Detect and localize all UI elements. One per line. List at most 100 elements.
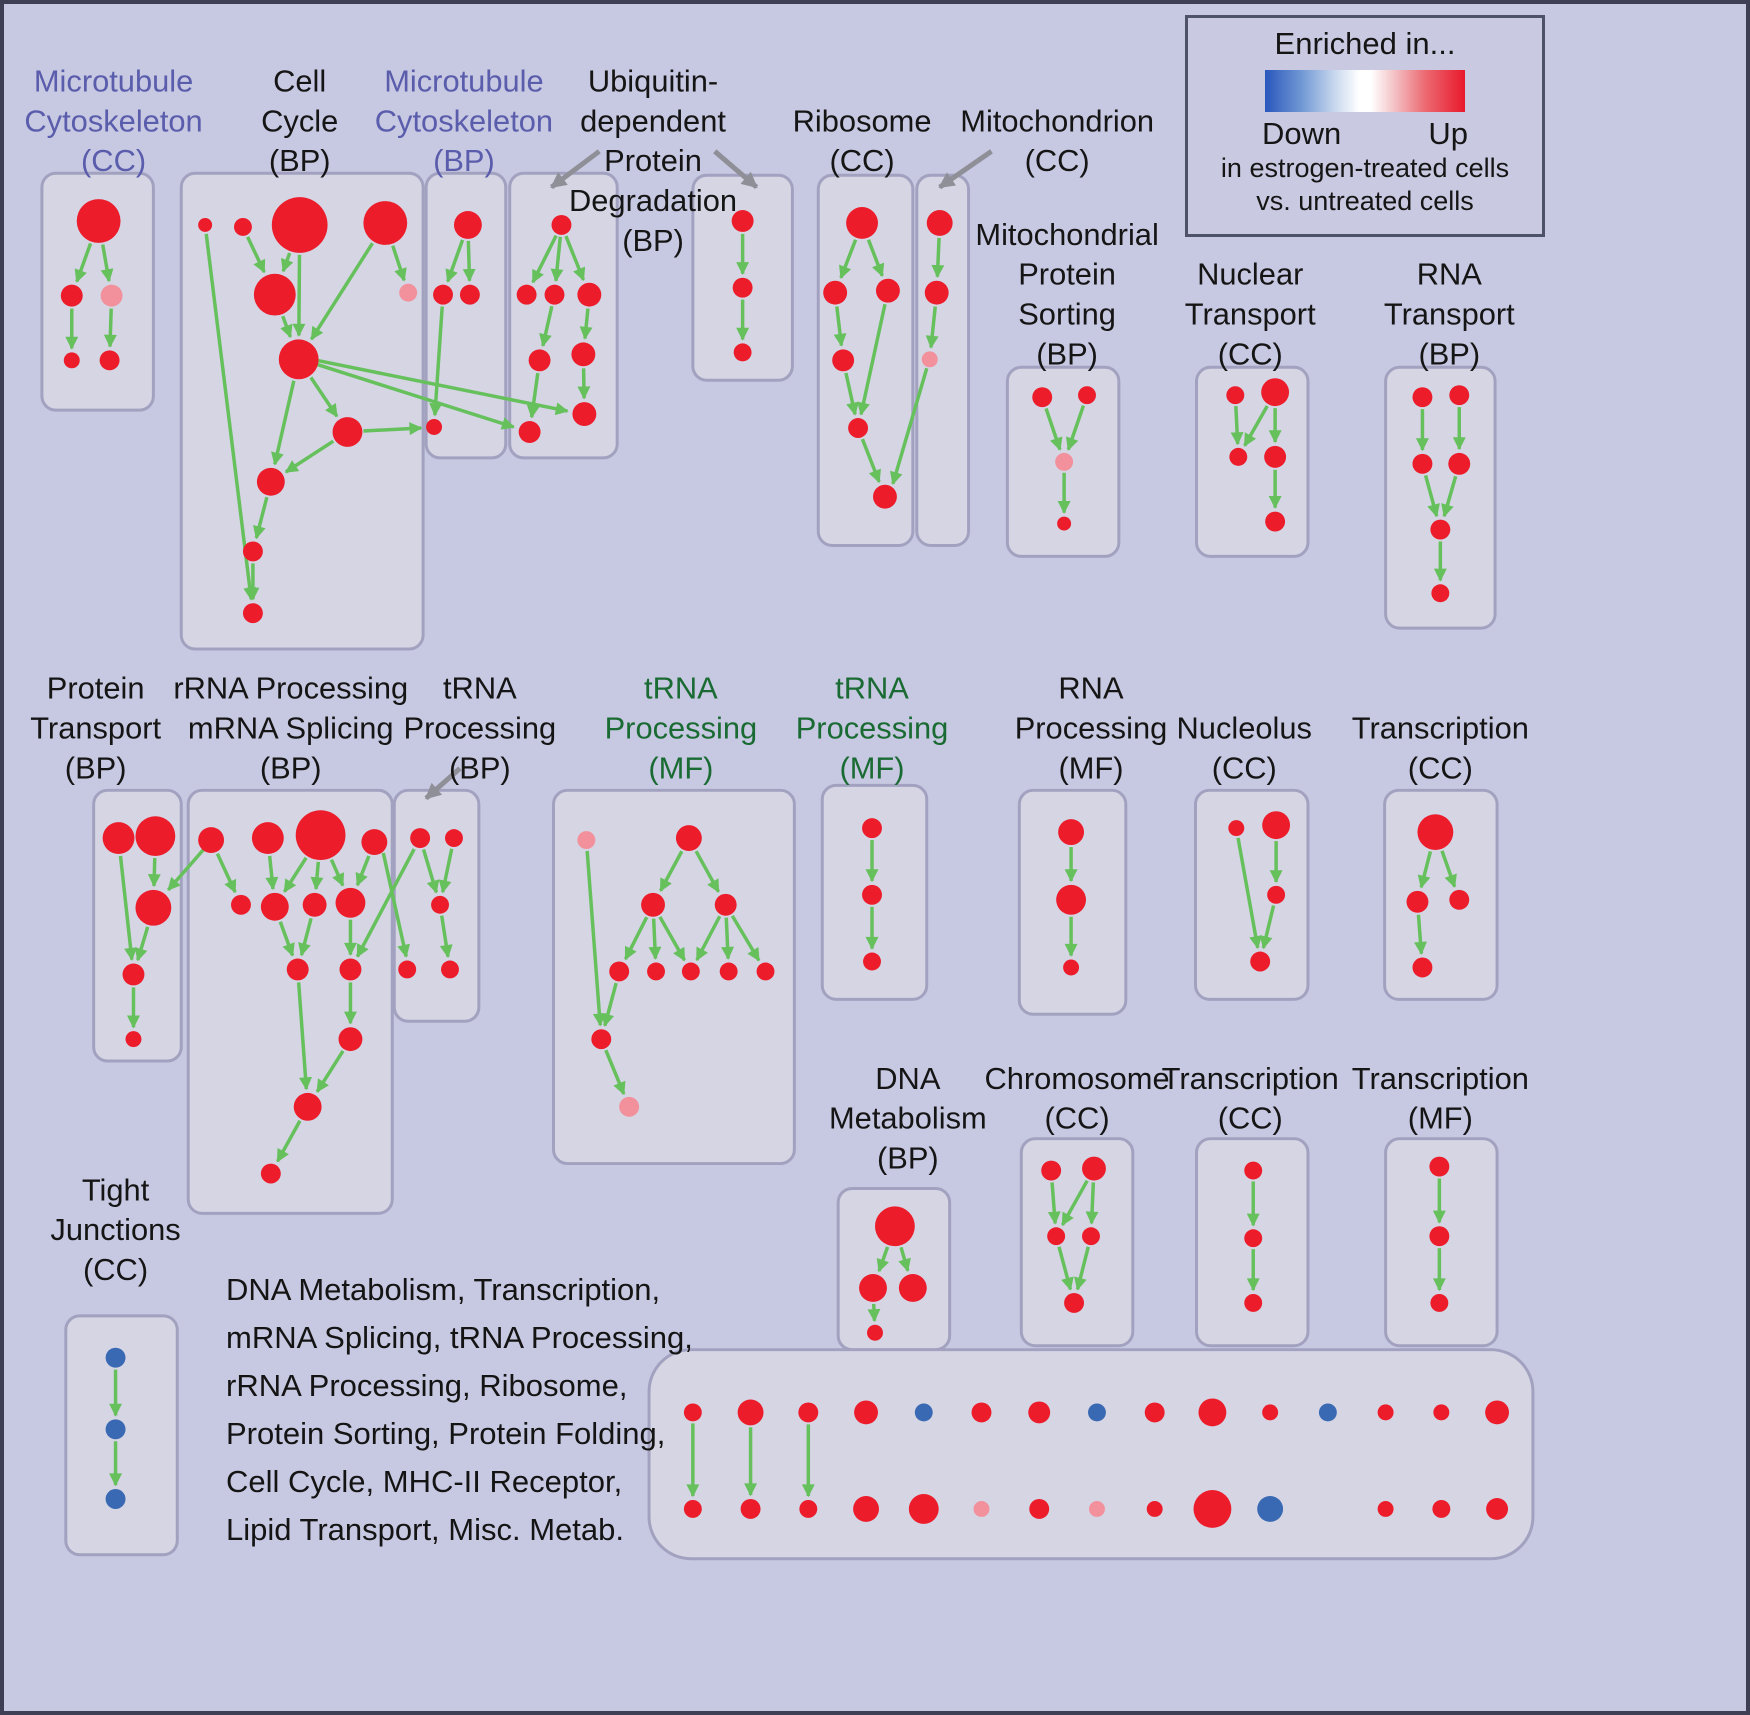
misc-go-term-node <box>973 1500 990 1517</box>
cluster-label-nucleolus-cc: Nucleolus <box>1177 711 1312 746</box>
go-term-node <box>426 419 443 435</box>
cluster-label-dna-metabolism-bp: DNA <box>875 1061 941 1096</box>
cluster-label-ubiquitin-degradation-bp-1: Degradation <box>569 183 737 218</box>
misc-caption-line: rRNA Processing, Ribosome, <box>226 1368 628 1403</box>
cluster-label-ubiquitin-degradation-bp-1: Ubiquitin- <box>588 64 718 99</box>
cluster-box-nuclear-transport-cc <box>1195 365 1310 558</box>
go-term-node <box>445 829 463 848</box>
edge-arrow <box>265 855 279 891</box>
go-term-node <box>609 961 630 982</box>
cluster-box-protein-transport-bp <box>92 788 183 1063</box>
cluster-label-tight-junctions-cc: Tight <box>82 1172 150 1207</box>
misc-go-term-node <box>798 1402 819 1423</box>
cluster-label-trna-processing-mf-small: (MF) <box>839 750 904 785</box>
go-term-node <box>242 603 263 624</box>
misc-go-term-node <box>1262 1404 1279 1421</box>
go-term-node <box>1417 814 1454 851</box>
cluster-label-mitochondrial-protein-sorting-bp: Mitochondrial <box>975 217 1158 252</box>
go-term-node <box>1449 385 1470 406</box>
edge-arrow <box>310 861 324 891</box>
cluster-label-trna-processing-mf-large: (MF) <box>648 750 713 785</box>
go-term-node <box>732 277 753 298</box>
misc-go-term-node <box>1193 1490 1232 1528</box>
go-term-node <box>756 962 775 981</box>
cross-cluster-edge-arrow <box>316 358 569 416</box>
go-term-node <box>1244 1293 1263 1312</box>
go-term-node <box>1412 387 1433 408</box>
cluster-label-microtubule-cytoskeleton-bp: Microtubule <box>384 64 543 99</box>
cluster-box-rna-transport-bp <box>1384 365 1497 630</box>
edge-arrow <box>550 236 564 283</box>
edge-arrow <box>204 233 257 601</box>
go-term-node <box>1267 885 1286 904</box>
go-term-node <box>832 349 855 372</box>
legend-subtitle-line2: vs. untreated cells <box>1256 186 1474 216</box>
cluster-label-rrna-processing-mrna-splicing-bp: rRNA Processing <box>173 671 408 706</box>
edge-arrow <box>134 926 150 962</box>
go-term-node <box>898 1274 927 1302</box>
edge-arrow <box>585 850 606 1027</box>
go-term-node <box>1412 957 1433 978</box>
cluster-label-transcription-mf: (MF) <box>1408 1101 1473 1136</box>
go-term-node <box>862 818 882 839</box>
go-term-node <box>234 217 252 236</box>
network-diagram: MicrotubuleCytoskeleton(CC)CellCycle(BP)… <box>24 64 1535 1561</box>
misc-go-term-node <box>1028 1401 1051 1424</box>
edge-arrow <box>281 252 294 273</box>
go-term-node <box>105 1347 126 1368</box>
go-term-node <box>1406 890 1429 913</box>
go-term-node <box>100 284 123 307</box>
edge-arrow <box>844 372 859 416</box>
go-term-node <box>1430 1293 1449 1312</box>
edge-arrow <box>857 303 887 416</box>
go-term-node <box>647 962 665 981</box>
go-term-node <box>1412 453 1433 474</box>
edge-arrow <box>1417 850 1433 889</box>
go-term-node <box>1228 820 1245 837</box>
misc-go-term-node <box>1029 1498 1050 1519</box>
go-term-node <box>251 822 284 855</box>
label-pointer-arrow <box>713 149 759 190</box>
cluster-label-rrna-processing-mrna-splicing-bp: mRNA Splicing <box>188 711 394 746</box>
go-term-node <box>231 894 251 915</box>
edge-arrow <box>438 848 454 894</box>
edge-arrow <box>74 242 93 283</box>
go-term-node <box>875 1206 915 1247</box>
edge-arrow <box>1259 905 1276 950</box>
cluster-label-transcription-cc-1: Transcription <box>1352 711 1529 746</box>
edge-arrow <box>860 438 881 484</box>
go-term-node <box>453 211 482 239</box>
edge-arrow <box>866 239 885 277</box>
cluster-label-trna-processing-mf-large: Processing <box>605 711 758 746</box>
go-term-node <box>719 962 738 981</box>
cluster-label-nuclear-transport-cc: Nuclear <box>1197 257 1303 292</box>
edge-arrow <box>462 240 476 283</box>
cross-cluster-edge-arrow <box>889 367 929 485</box>
cluster-label-trna-processing-bp: (BP) <box>449 750 511 785</box>
cluster-label-dna-metabolism-bp: Metabolism <box>829 1101 987 1136</box>
cluster-label-tight-junctions-cc: (CC) <box>83 1252 148 1287</box>
cluster-label-transcription-mf: Transcription <box>1352 1061 1529 1096</box>
go-term-node <box>293 1092 322 1121</box>
edge-arrow <box>658 916 686 962</box>
legend-endpoint-labels: Down Up <box>1262 116 1468 152</box>
go-term-node <box>441 960 459 979</box>
cluster-label-rna-transport-bp: RNA <box>1417 257 1483 292</box>
edge-arrow <box>648 918 662 960</box>
edge-arrow <box>315 1049 345 1093</box>
edge-arrow <box>271 380 296 466</box>
edge-arrow <box>118 855 138 961</box>
edge-arrow <box>1236 837 1263 950</box>
go-term-node <box>433 284 453 305</box>
misc-go-term-node <box>1318 1403 1337 1422</box>
go-term-node <box>1063 959 1080 976</box>
edge-arrow <box>1230 406 1244 446</box>
go-term-node <box>867 1324 883 1341</box>
go-term-node <box>363 201 408 245</box>
go-term-node <box>862 884 882 905</box>
cluster-label-trna-processing-mf-small: tRNA <box>835 671 909 706</box>
go-term-node <box>714 893 737 916</box>
misc-go-term-node <box>737 1399 764 1426</box>
edge-arrow <box>298 917 313 957</box>
misc-go-term-node <box>1377 1500 1394 1517</box>
